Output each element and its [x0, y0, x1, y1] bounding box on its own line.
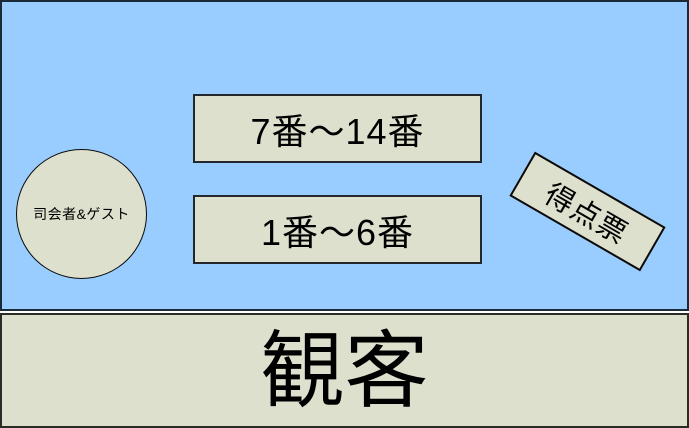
seat-block-1-6: 1番～6番 [193, 195, 482, 264]
seat-block-7-14: 7番～14番 [193, 94, 482, 163]
host-guest-label: 司会者&ゲスト [33, 206, 130, 222]
seat-block-1-6-label: 1番～6番 [260, 211, 415, 253]
audience-band: 観客 [0, 313, 689, 428]
seat-block-7-14-label: 7番～14番 [250, 110, 425, 152]
audience-label: 観客 [260, 323, 429, 418]
host-guest-circle: 司会者&ゲスト [16, 149, 147, 279]
